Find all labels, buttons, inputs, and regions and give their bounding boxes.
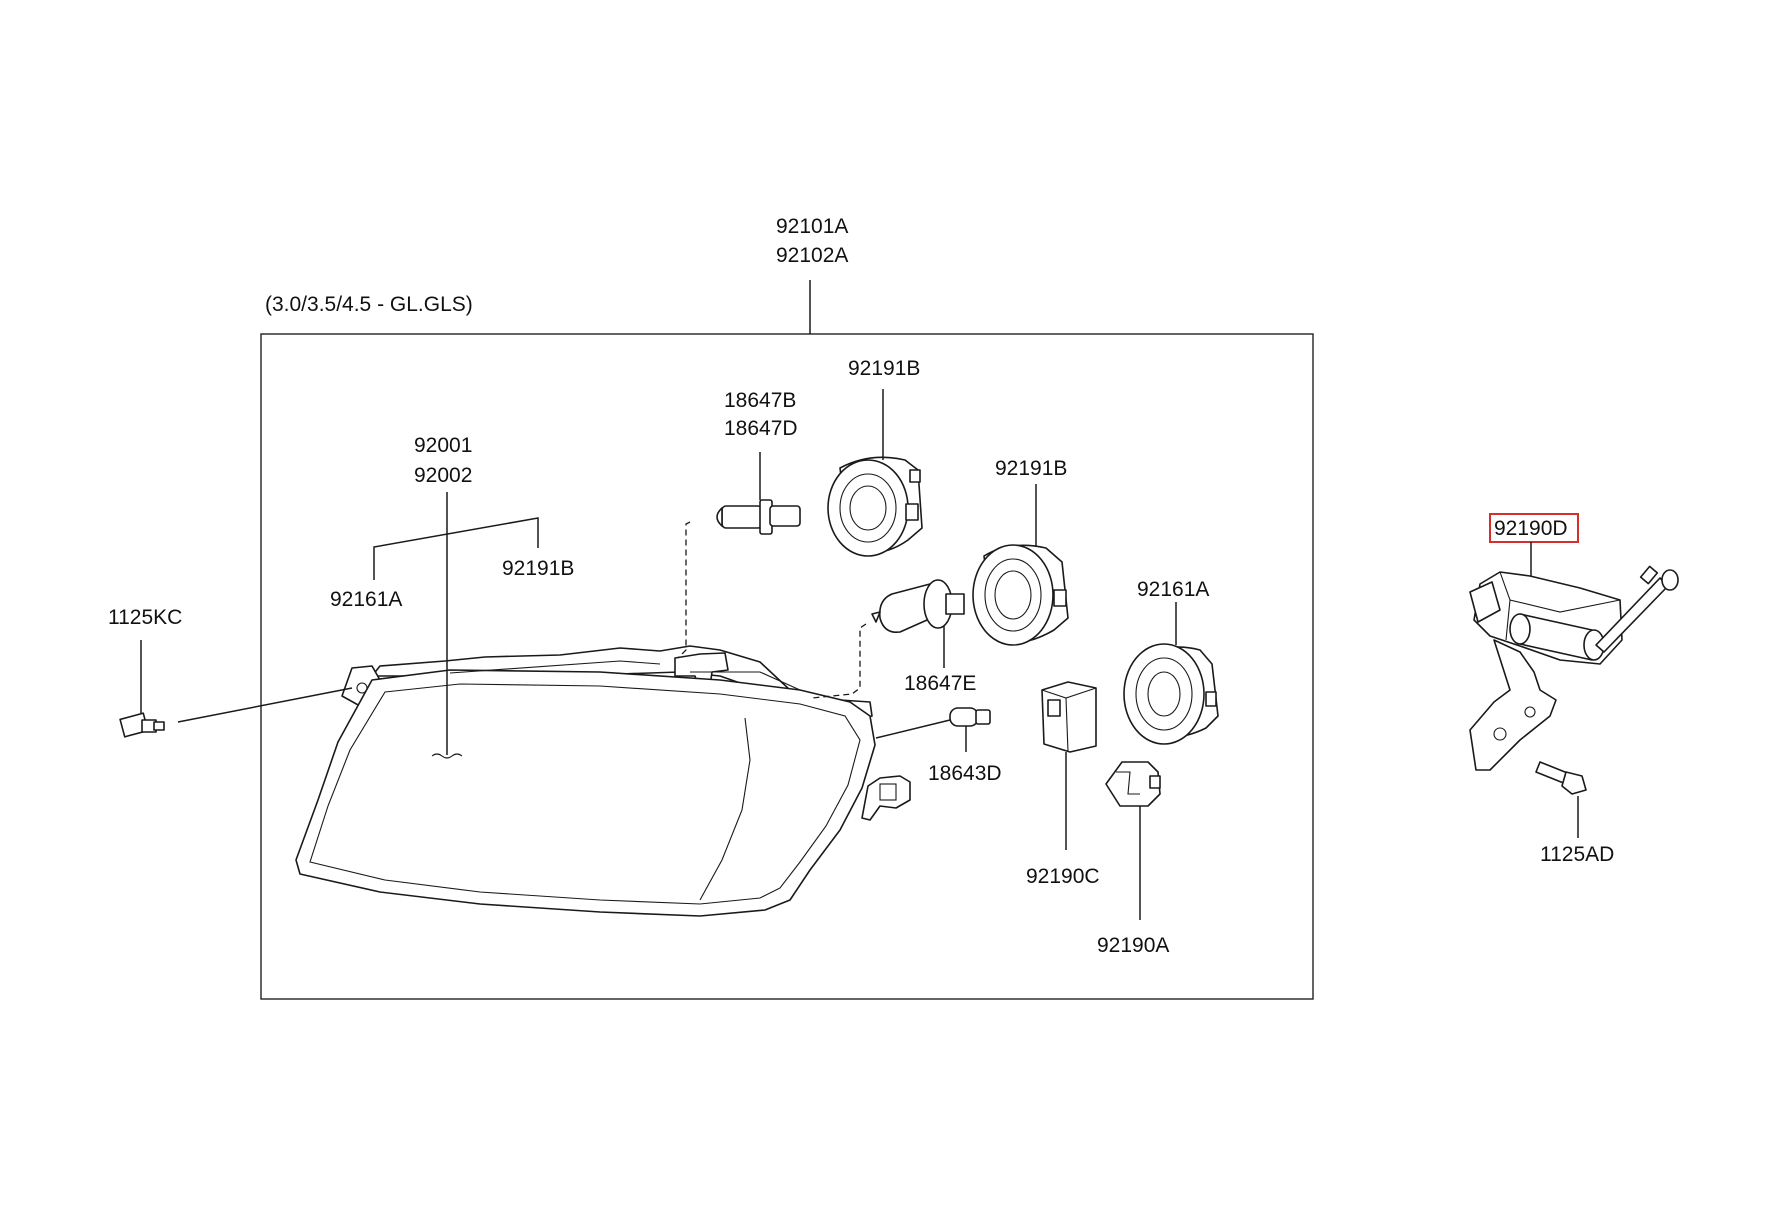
cap-top-label[interactable]: 92191B [848,357,920,380]
assembly-label-2[interactable]: 92102A [776,244,848,267]
socket-c[interactable] [1041,681,1097,753]
variant-note: (3.0/3.5/4.5 - GL.GLS) [265,293,473,316]
bolt-right[interactable] [1535,761,1587,795]
assembly-label-1[interactable]: 92101A [776,215,848,238]
cap-left-leader [373,517,539,580]
cap-top[interactable] [827,456,923,557]
leveling-actuator[interactable] [1469,565,1679,771]
cap-left-a-label[interactable]: 92161A [330,588,402,611]
cap-mid[interactable] [972,544,1069,646]
lens-label-1[interactable]: 92001 [414,434,472,457]
socket-c-label[interactable]: 92190C [1026,865,1100,888]
actuator-highlight-box [1489,513,1579,543]
bulb-top[interactable] [716,499,801,535]
bulb-small[interactable] [949,707,991,727]
actuator-label[interactable]: 92190D [1494,517,1568,540]
bolt-right-label[interactable]: 1125AD [1540,843,1614,866]
bulb-small-label[interactable]: 18643D [928,762,1002,785]
socket-a[interactable] [1105,761,1161,807]
cap-right[interactable] [1123,643,1219,745]
bulb-mid[interactable] [871,579,965,634]
bulb-d-label[interactable]: 18647D [724,417,798,440]
socket-a-label[interactable]: 92190A [1097,934,1169,957]
lens-label-2[interactable]: 92002 [414,464,472,487]
cap-left-b-label[interactable]: 92191B [502,557,574,580]
headlamp-housing[interactable] [295,645,911,917]
screw-left[interactable] [119,712,165,738]
assembly-frame [260,333,1314,1000]
cap-right-label[interactable]: 92161A [1137,578,1209,601]
bulb-b-label[interactable]: 18647B [724,389,796,412]
screw-left-label[interactable]: 1125KC [108,606,182,629]
cap-mid-label[interactable]: 92191B [995,457,1067,480]
bulb-e-label[interactable]: 18647E [904,672,976,695]
